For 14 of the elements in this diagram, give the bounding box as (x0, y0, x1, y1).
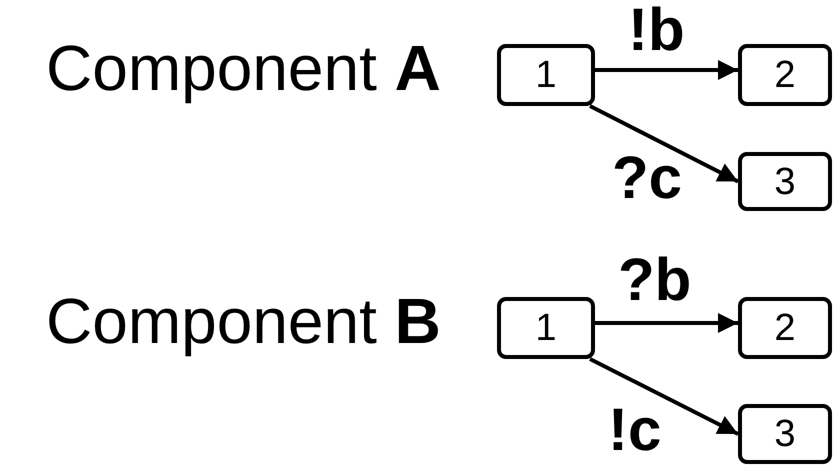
edge-label: !b (628, 0, 685, 60)
state-box: 3 (738, 152, 832, 211)
state-box: 3 (738, 404, 832, 464)
edge-label: ?c (612, 148, 682, 208)
state-box: 1 (497, 297, 595, 359)
arrow (595, 313, 738, 333)
arrow (589, 357, 739, 436)
arrow (595, 60, 738, 80)
arrow (589, 104, 739, 184)
state-box: 2 (738, 44, 832, 106)
state-box: 2 (738, 297, 832, 359)
edge-label: ?b (618, 250, 692, 310)
state-box: 1 (497, 44, 595, 106)
edge-label: !c (608, 400, 662, 460)
